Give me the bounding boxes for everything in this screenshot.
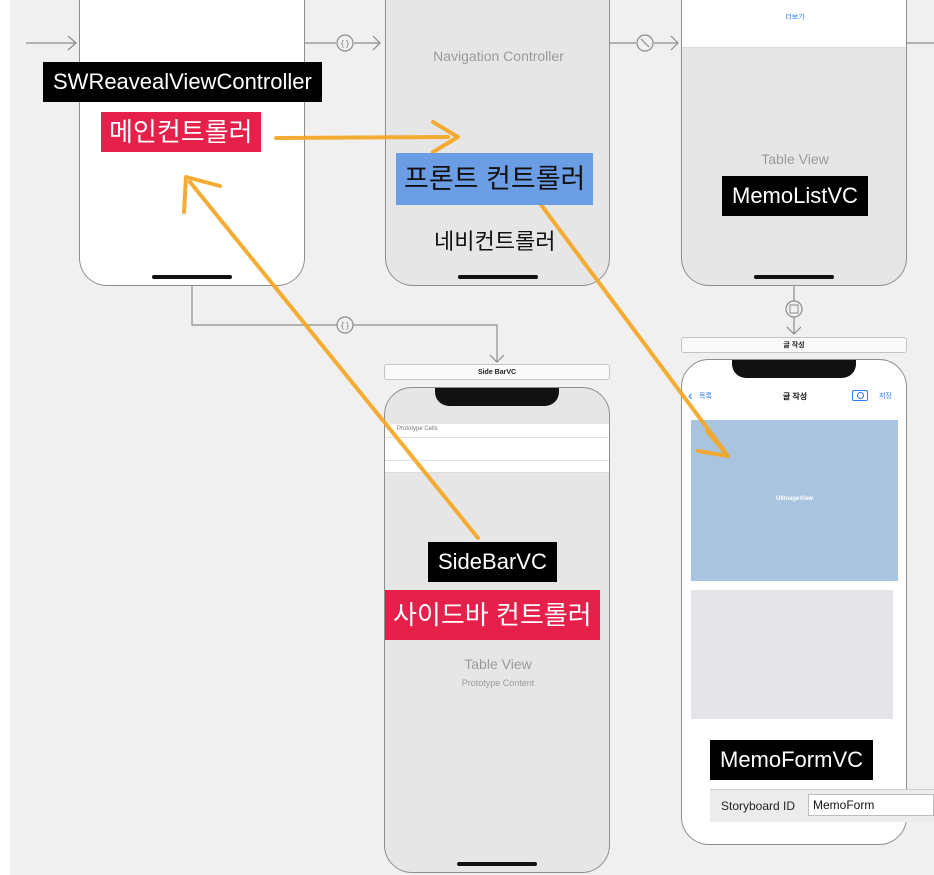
- segue-present-icon[interactable]: [785, 300, 803, 318]
- home-indicator: [754, 275, 834, 279]
- home-indicator: [457, 862, 537, 866]
- segue-push-icon[interactable]: [636, 34, 654, 52]
- svg-text:{}: {}: [340, 39, 350, 48]
- storyboard-id-panel: Storyboard ID MemoForm: [710, 789, 934, 822]
- navigation-controller-scene[interactable]: Navigation Controller: [385, 0, 610, 286]
- image-view-label: UIImageView: [776, 496, 813, 502]
- text-view[interactable]: [691, 590, 893, 719]
- memo-form-scene-title[interactable]: 글 작성: [681, 337, 907, 353]
- image-view[interactable]: UIImageView: [691, 420, 898, 581]
- storyboard-id-label: Storyboard ID: [721, 799, 796, 813]
- back-button[interactable]: 목록: [699, 393, 712, 400]
- sidebar-scene-title[interactable]: Side BarVC: [384, 364, 610, 380]
- memo-form-label: MemoFormVC: [710, 740, 874, 780]
- device-notch: [732, 360, 856, 378]
- navigation-controller-title: Navigation Controller: [433, 48, 564, 64]
- more-button[interactable]: 더보기: [785, 14, 805, 21]
- navi-controller-label: 네비컨트롤러: [434, 229, 556, 254]
- memo-list-label: MemoListVC: [722, 176, 868, 216]
- memo-list-scene[interactable]: 더보기 Table View: [681, 0, 907, 286]
- home-indicator: [152, 275, 232, 279]
- table-view-label: Table View: [761, 151, 829, 167]
- main-controller-label: 메인컨트롤러: [101, 112, 261, 152]
- nav-title: 글 작성: [782, 392, 808, 401]
- front-controller-label: 프론트 컨트롤러: [396, 153, 594, 205]
- prototype-content-label: Prototype Content: [461, 678, 535, 688]
- home-indicator: [457, 275, 538, 279]
- sidebar-vc-label: SideBarVC: [428, 542, 557, 582]
- storyboard-id-field[interactable]: MemoForm: [808, 794, 934, 816]
- back-chevron-icon[interactable]: ‹: [688, 387, 693, 403]
- svg-text:{}: {}: [340, 321, 350, 330]
- prototype-cells-label: Prototype Cells: [397, 426, 438, 432]
- navigation-bar: ‹ 목록 글 작성 저장: [682, 384, 906, 410]
- segue-relationship-icon[interactable]: {}: [336, 316, 354, 334]
- table-view-label: Table View: [464, 656, 532, 672]
- save-button[interactable]: 저장: [879, 393, 892, 400]
- segue-relationship-icon[interactable]: {}: [336, 34, 354, 52]
- prototype-cell[interactable]: [385, 437, 609, 461]
- sw-reveal-label: SWReavealViewController: [43, 62, 322, 102]
- device-notch: [435, 388, 559, 406]
- camera-icon[interactable]: [852, 390, 868, 401]
- table-header: [682, 0, 906, 48]
- sidebar-controller-label: 사이드바 컨트롤러: [385, 590, 600, 640]
